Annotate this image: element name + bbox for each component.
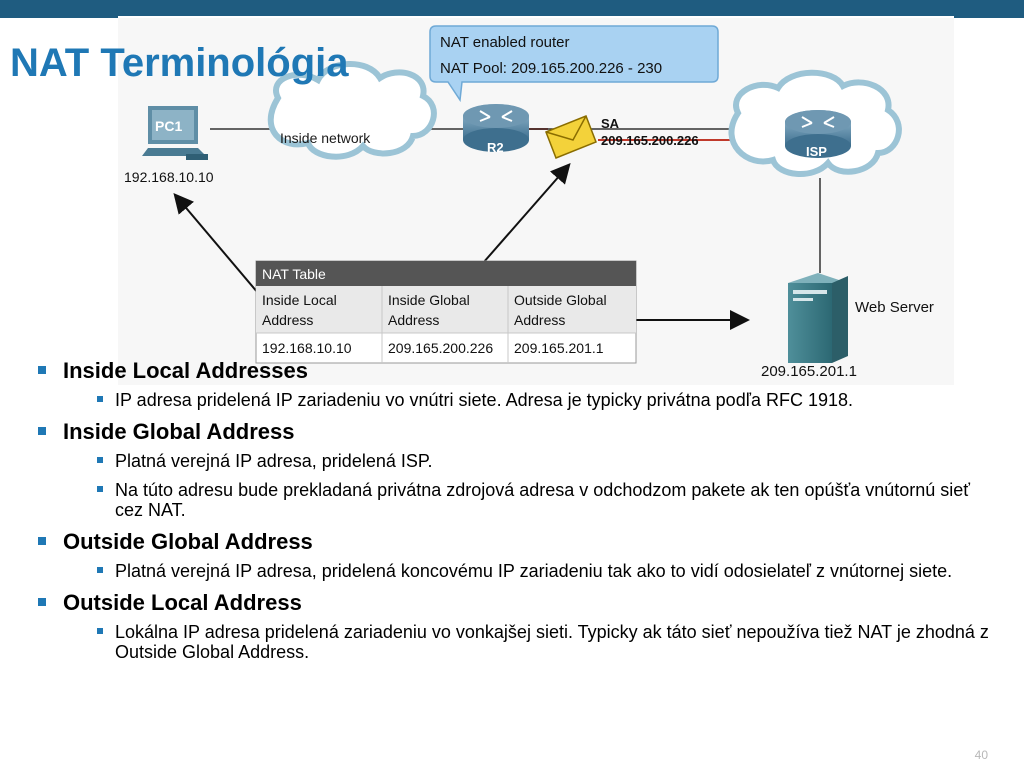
web-server-ip: 209.165.201.1 <box>761 363 857 380</box>
bullet-heading: Inside Global Address <box>63 419 295 444</box>
bullet-inside-global: Inside Global Address <box>36 419 996 445</box>
arrow-to-pc <box>173 192 259 294</box>
sub-bullet-marker <box>97 628 103 634</box>
arrow-to-router <box>482 162 571 264</box>
sub-bullet: Platná verejná IP adresa, pridelená konc… <box>97 561 996 581</box>
nat-table: NAT Table Inside Local Address Inside Gl… <box>255 260 637 364</box>
isp-label: ISP <box>806 144 827 159</box>
sub-bullet-marker <box>97 567 103 573</box>
bullet-heading: Outside Local Address <box>63 590 302 615</box>
envelope-icon <box>545 115 597 159</box>
inside-network-cloud: Inside network <box>267 61 437 160</box>
nat-header-1-line1: Inside Local <box>262 292 337 308</box>
sub-bullet-marker <box>97 486 103 492</box>
sub-bullet-marker <box>97 457 103 463</box>
bullet-heading: Inside Local Addresses <box>63 358 308 383</box>
inside-network-label: Inside network <box>280 130 371 146</box>
sub-bullet-marker <box>97 396 103 402</box>
nat-header-3-line2: Address <box>514 312 565 328</box>
bullet-marker <box>38 366 46 374</box>
nat-cell-outside-global: 209.165.201.1 <box>514 340 604 356</box>
nat-header-2-line1: Inside Global <box>388 292 470 308</box>
nat-header-3-line1: Outside Global <box>514 292 607 308</box>
sub-bullet: Lokálna IP adresa pridelená zariadeniu v… <box>97 622 996 662</box>
page-number: 40 <box>974 748 988 762</box>
web-server-icon <box>788 273 848 363</box>
bullet-marker <box>38 537 46 545</box>
bullet-outside-local: Outside Local Address <box>36 590 996 616</box>
callout-line1: NAT enabled router <box>440 34 570 51</box>
sub-bullet-text: Na túto adresu bude prekladaná privátna … <box>115 480 971 520</box>
nat-header-1-line2: Address <box>262 312 313 328</box>
callout-bubble: NAT enabled router NAT Pool: 209.165.200… <box>429 25 719 103</box>
nat-cell-inside-local: 192.168.10.10 <box>262 340 352 356</box>
packet-address-label: 209.165.200.226 <box>601 133 699 148</box>
sub-bullet-text: IP adresa pridelená IP zariadeniu vo vnú… <box>115 390 853 410</box>
r2-label: R2 <box>487 140 504 155</box>
top-bar <box>0 0 1024 18</box>
sub-bullet-text: Platná verejná IP adresa, pridelená ISP. <box>115 451 433 471</box>
bullet-inside-local: Inside Local Addresses <box>36 358 996 384</box>
nat-header-2-line2: Address <box>388 312 439 328</box>
pc-icon: PC1 <box>142 106 208 160</box>
bullet-outside-global: Outside Global Address <box>36 529 996 555</box>
bullet-list: Inside Local Addresses IP adresa pridele… <box>36 358 996 662</box>
bullet-heading: Outside Global Address <box>63 529 313 554</box>
sub-bullet-text: Lokálna IP adresa pridelená zariadeniu v… <box>115 622 989 662</box>
sub-bullet: IP adresa pridelená IP zariadeniu vo vnú… <box>97 390 996 410</box>
r2-router-icon: R2 <box>463 104 529 155</box>
web-server-label: Web Server <box>855 299 934 316</box>
bullet-marker <box>38 427 46 435</box>
isp-router-icon: ISP <box>785 110 851 159</box>
nat-table-title: NAT Table <box>262 266 326 282</box>
sub-bullet: Platná verejná IP adresa, pridelená ISP. <box>97 451 996 471</box>
bullet-marker <box>38 598 46 606</box>
packet-sa-label: SA <box>601 116 620 131</box>
pc-ip: 192.168.10.10 <box>124 169 214 185</box>
top-bar-underline <box>118 16 954 18</box>
slide-title: NAT Terminológia <box>10 41 349 85</box>
callout-line2: NAT Pool: 209.165.200.226 - 230 <box>440 60 662 77</box>
nat-diagram: Inside network R2 ISP SA 209.165.200.226… <box>118 18 954 385</box>
nat-cell-inside-global: 209.165.200.226 <box>388 340 493 356</box>
sub-bullet: Na túto adresu bude prekladaná privátna … <box>97 480 996 520</box>
sub-bullet-text: Platná verejná IP adresa, pridelená konc… <box>115 561 953 581</box>
pc-label: PC1 <box>155 118 182 134</box>
